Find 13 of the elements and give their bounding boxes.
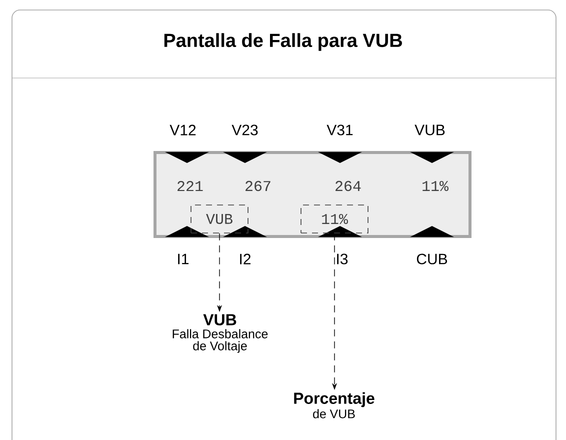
channel-label: VUB: [414, 124, 445, 136]
channel-label: CUB: [416, 254, 448, 264]
dashed-frame: 11%: [300, 204, 368, 234]
callout-text: VUB Falla Desbalance de Voltaje: [172, 314, 268, 353]
channel-label: I1: [178, 254, 189, 264]
channel-label: I3: [337, 254, 348, 264]
dashed-frame: VUB: [190, 204, 248, 234]
channel-label: V23: [232, 124, 258, 136]
channel-label: I2: [240, 254, 250, 264]
channel-label: V31: [326, 124, 353, 136]
callout-text: Porcentaje de VUB: [294, 392, 374, 418]
channel-label: V12: [170, 124, 196, 136]
title: Pantalla de Falla para VUB: [164, 33, 402, 51]
